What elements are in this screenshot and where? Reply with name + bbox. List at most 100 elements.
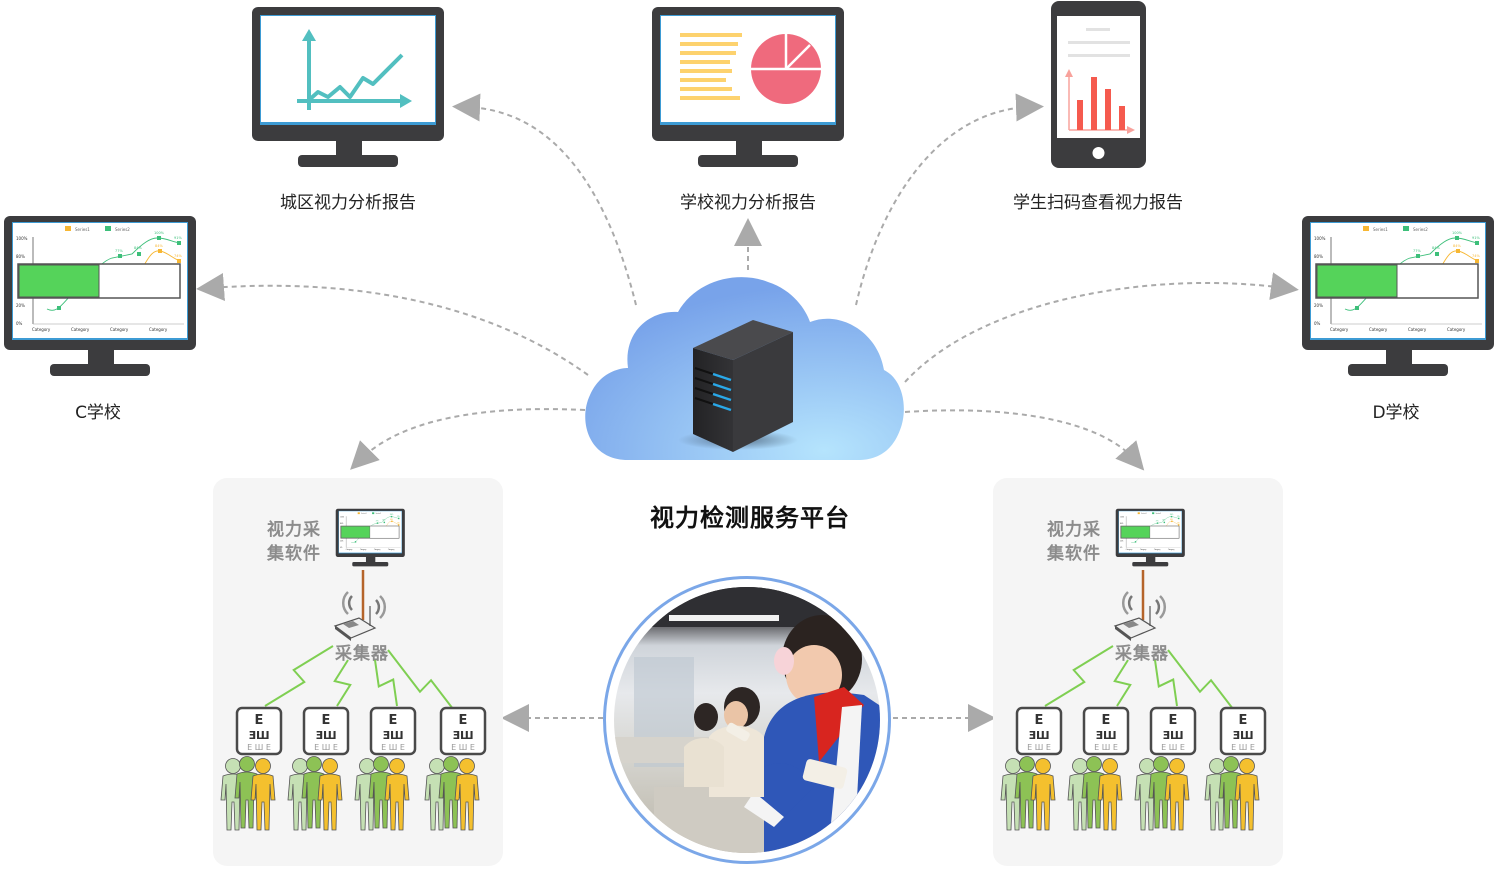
legend-swatch-series1 — [357, 512, 360, 515]
x-tick-label: Category — [1369, 327, 1388, 332]
collector-router-icon — [1113, 591, 1167, 641]
collector-router-icon — [333, 591, 387, 641]
eye-chart-row2: ƎШ — [1232, 729, 1253, 742]
wireless-signal-line — [387, 649, 464, 723]
platform-title: 视力检测服务平台 — [650, 504, 850, 532]
legend-swatch-series2 — [1403, 226, 1409, 231]
y-tick-label: 100% — [1314, 236, 1326, 241]
wireless-signal-line — [1044, 645, 1114, 707]
wifi-wave-icon — [1127, 595, 1133, 611]
series1-data-label: 84% — [1453, 244, 1461, 248]
series1-point — [1178, 524, 1180, 526]
cloud-server-icon — [585, 277, 904, 460]
series1-data-label: 84% — [155, 244, 163, 248]
eye-chart-row2: ƎШ — [315, 729, 336, 742]
series1-data-label: 84% — [1170, 519, 1174, 521]
series2-data-label: 100% — [154, 231, 165, 235]
person-icon — [1234, 758, 1260, 831]
series2-point — [1475, 241, 1479, 245]
wireless-signal-line — [333, 659, 352, 707]
phone-bar-chart-icon — [1051, 1, 1146, 168]
software-label-line2: 集软件 — [1047, 544, 1101, 564]
eye-chart-row3: E Ш E — [1027, 743, 1051, 752]
wifi-wave-icon — [341, 591, 349, 615]
series2-point — [354, 541, 357, 543]
person-icon — [454, 758, 480, 831]
eye-chart-row3: E Ш E — [381, 743, 405, 752]
series2-point — [398, 517, 400, 520]
progress-bar-fill — [1316, 264, 1398, 298]
series2-data-label: 91% — [397, 516, 401, 518]
legend-swatch-series2 — [1152, 512, 1155, 515]
district-report-label: 城区视力分析报告 — [280, 193, 416, 213]
series2-data-label: 100% — [390, 514, 394, 516]
legend-label-series2: Series2 — [1413, 227, 1428, 232]
series2-point — [157, 236, 161, 240]
software-label: 视力采 集软件 — [1047, 518, 1101, 566]
collector-label: 采集器 — [335, 644, 389, 664]
progress-bar-fill — [18, 264, 100, 298]
series1-data-label: 74% — [1177, 522, 1181, 524]
series2-point — [1156, 522, 1159, 524]
series2-point — [1163, 521, 1166, 524]
series1-point — [177, 259, 181, 263]
wifi-wave-icon — [1155, 599, 1161, 615]
series2-point — [1435, 252, 1439, 256]
series1-data-label: 74% — [174, 254, 182, 258]
series2-point — [177, 241, 181, 245]
eye-chart-row2: ƎШ — [1028, 729, 1049, 742]
series1-point — [1456, 249, 1460, 253]
y-tick-label: 0% — [16, 321, 23, 326]
series2-data-label: 91% — [1472, 236, 1480, 240]
eye-chart-row1: E — [459, 713, 468, 728]
collector-label: 采集器 — [1115, 644, 1169, 664]
monitor-stand — [88, 350, 114, 366]
series1-data-label: 84% — [390, 519, 394, 521]
wireless-signal-line — [264, 645, 334, 707]
software-label-line1: 视力采 — [1047, 520, 1101, 540]
y-tick-label: 80% — [1314, 254, 1323, 259]
monitor-stand — [1145, 556, 1156, 563]
eye-chart-row1: E — [1102, 713, 1111, 728]
series2-point — [376, 522, 379, 524]
wireless-signal-line — [374, 659, 398, 707]
person-icon — [250, 758, 276, 831]
series1-point — [1171, 520, 1173, 523]
series2-point — [1416, 254, 1420, 258]
student-scan-report-node — [1050, 0, 1148, 170]
legend-swatch-series1 — [1363, 226, 1369, 231]
eye-chart-row3: E Ш E — [1161, 743, 1185, 752]
student-scan-report-label: 学生扫码查看视力报告 — [1013, 193, 1183, 213]
students-vision-test-illustration — [614, 587, 880, 853]
person-icon — [1097, 758, 1123, 831]
series2-point — [383, 521, 386, 524]
series2-point — [1355, 306, 1359, 310]
legend-swatch-series2 — [105, 226, 111, 231]
legend-swatch-series1 — [65, 226, 71, 231]
wireless-signal-line — [1113, 659, 1132, 707]
series2-point — [390, 515, 393, 518]
series1-point — [398, 524, 400, 526]
series2-data-label: 84% — [1163, 520, 1167, 522]
eye-chart-row3: E Ш E — [314, 743, 338, 752]
person-icon — [317, 758, 343, 831]
monitor-stand — [1386, 350, 1412, 366]
y-tick-label: 100% — [340, 516, 345, 518]
y-tick-label: 20% — [340, 540, 344, 542]
x-tick-label: Category — [1330, 327, 1349, 332]
monitor-line-chart-icon — [252, 7, 444, 167]
y-tick-label: 0% — [1314, 321, 1321, 326]
x-tick-label: Category — [32, 327, 51, 332]
legend-swatch-series1 — [1137, 512, 1140, 515]
